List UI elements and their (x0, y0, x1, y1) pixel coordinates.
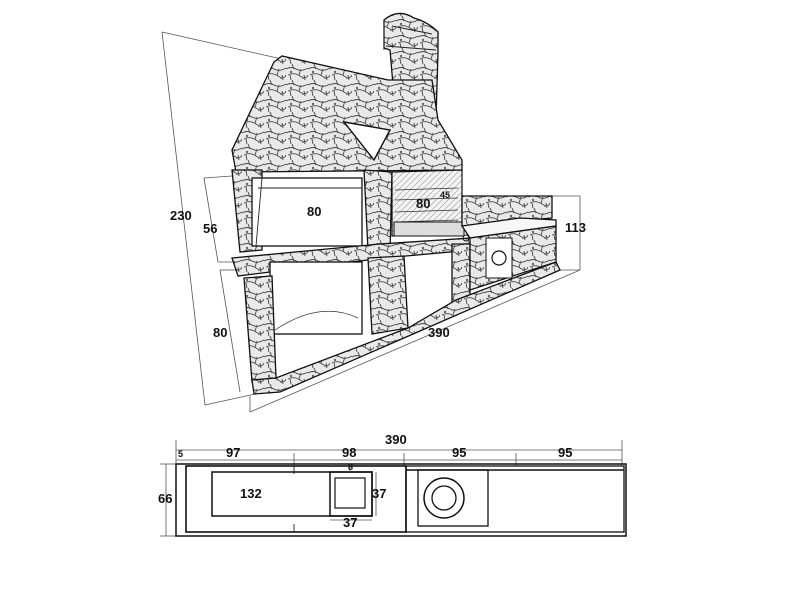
label-left-offset: 5 (178, 449, 183, 459)
cabinet-panel (485, 237, 513, 279)
label-height-lower: 80 (213, 325, 227, 340)
plan-grill-inner (334, 477, 366, 509)
plan-sink-inner-icon (431, 485, 457, 511)
label-plan-depth: 66 (158, 491, 172, 506)
grill-tray (393, 221, 465, 237)
label-grill-small: 45 (440, 190, 450, 200)
plan-view: 390 5 97 98 95 95 66 132 8 37 37 (158, 432, 627, 537)
center-lower-pillar (367, 255, 409, 335)
upper-opening (251, 177, 363, 247)
label-box-bottom: 37 (343, 515, 357, 530)
plan-right-counter (405, 465, 625, 533)
plan-grill-box (329, 471, 373, 517)
sink-icon (491, 250, 507, 266)
label-segment-2: 98 (342, 445, 356, 460)
left-lower-pillar (243, 275, 277, 383)
label-width-total: 390 (428, 325, 450, 340)
label-segment-4: 95 (558, 445, 572, 460)
label-height-upper: 56 (203, 221, 217, 236)
label-height-total: 230 (170, 208, 192, 223)
label-plan-total: 390 (385, 432, 407, 447)
label-opening-grill: 80 (416, 196, 430, 211)
label-inner-width: 132 (240, 486, 262, 501)
plan-dimension-line (160, 440, 623, 537)
plan-sink-cabinet (417, 469, 489, 527)
label-opening-left: 80 (307, 204, 321, 219)
label-counter-height: 113 (565, 220, 586, 235)
plan-labels: 390 5 97 98 95 95 66 132 8 37 37 (158, 432, 572, 530)
isometric-labels: 230 56 80 390 80 80 45 113 (170, 190, 586, 340)
isometric-view: 230 56 80 390 80 80 45 113 (161, 12, 586, 413)
label-segment-3: 95 (452, 445, 466, 460)
plan-outline (175, 463, 627, 537)
label-box-top: 8 (348, 462, 353, 472)
left-inner-pillar (363, 169, 393, 253)
label-box-side: 37 (372, 486, 386, 501)
gable-triangle-opening (342, 120, 392, 162)
lower-opening (269, 261, 363, 335)
upper-gable (231, 55, 463, 173)
plan-inner-rect (211, 471, 373, 517)
label-segment-1: 97 (226, 445, 240, 460)
plan-sink-outer-icon (423, 477, 465, 519)
